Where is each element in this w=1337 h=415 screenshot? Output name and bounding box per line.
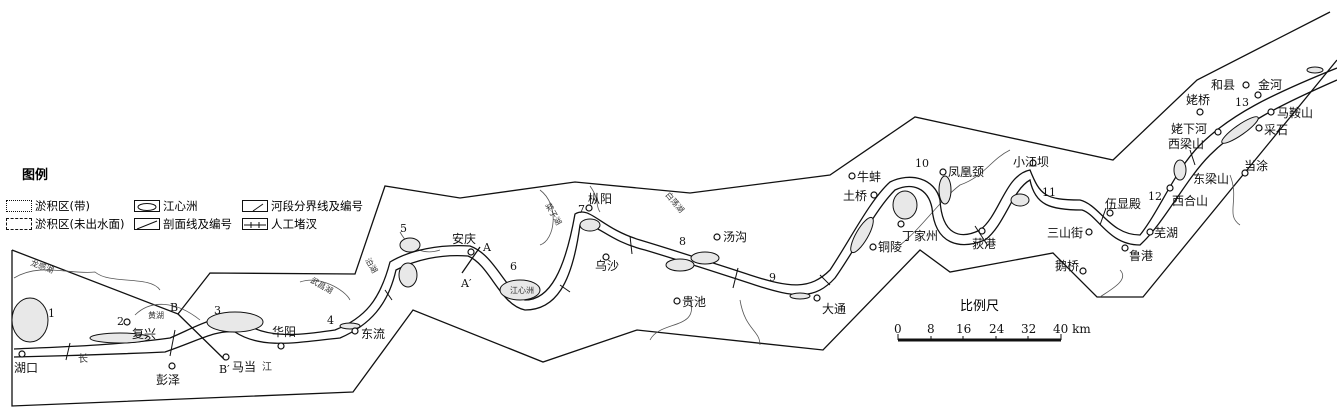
lake-label: 白荡湖 (663, 190, 686, 215)
legend-item-submerged-deposition: 淤积区(未出水面) (6, 216, 124, 232)
section-boundary-swatch-icon (242, 200, 268, 212)
place-label: 东梁山 (1193, 171, 1229, 186)
section-number: 13 (1235, 96, 1249, 109)
scale-tick: 24 (989, 322, 1005, 336)
scale-tick: 8 (927, 322, 935, 336)
scale-title: 比例尺 (960, 299, 1000, 314)
place-label: 马鞍山 (1277, 105, 1313, 120)
legend-label: 人工堵汊 (271, 217, 317, 231)
section-number: 2 (117, 315, 124, 328)
lake-label: 江心洲 (510, 286, 534, 295)
legend-label: 江心洲 (163, 199, 198, 213)
place-label: 贵池 (682, 295, 706, 309)
profile-line-a (461, 246, 481, 274)
legend-item-island: 江心洲 (134, 198, 198, 214)
island-swatch-icon (134, 200, 160, 212)
legend-label: 淤积区(未出水面) (35, 217, 125, 231)
section-number: 6 (510, 260, 517, 273)
islands (11, 66, 1324, 344)
legend-item-section-boundary: 河段分界线及编号 (242, 198, 363, 214)
place-label: 丁家州 (902, 228, 938, 243)
river-left-bank (13, 67, 1337, 350)
place-label: 鹅桥 (1055, 259, 1079, 273)
section-numbers: 1 2 3 4 5 6 7 8 9 10 11 12 13 (48, 96, 1249, 328)
lake-label: 菜子湖 (543, 201, 564, 227)
map-boundary (11, 11, 1331, 315)
legend-label: 淤积区(带) (35, 199, 90, 213)
section-number: 11 (1042, 186, 1056, 199)
place-label: 伍显殿 (1105, 197, 1141, 211)
place-label: 西合山 (1172, 193, 1208, 208)
place-label: 湖口 (14, 360, 38, 375)
place-label: 当涂 (1244, 158, 1268, 173)
scale-tick: 16 (956, 322, 971, 336)
legend-label: 剖面线及编号 (163, 217, 232, 231)
place-label: 姥桥 (1186, 92, 1210, 107)
map-boundary-lower (11, 59, 1337, 407)
place-label: 荻港 (972, 237, 996, 251)
section-number: 5 (400, 222, 407, 235)
legend-item-deposition-band: 淤积区(带) (6, 198, 90, 214)
place-label: 汤沟 (723, 230, 747, 244)
legend-item-artificial-closure: 人工堵汊 (242, 216, 317, 232)
shoreline (13, 149, 1241, 346)
city-markers (18, 81, 1275, 370)
place-label: 彭泽 (156, 373, 180, 387)
lake-label: 武昌湖 (309, 275, 335, 296)
legend-item-profile-line: 剖面线及编号 (134, 216, 232, 232)
scale-tick: 32 (1021, 322, 1036, 336)
place-label: 小江坝 (1013, 155, 1049, 169)
place-label: 铜陵 (878, 239, 902, 254)
place-label: 芜湖 (1154, 225, 1178, 240)
place-label: 鲁港 (1129, 249, 1153, 263)
place-label: 土桥 (843, 189, 867, 203)
legend-title: 图例 (22, 168, 49, 183)
section-boundaries (65, 149, 1196, 361)
river-label: 长 (78, 353, 88, 365)
place-labels: 湖口 复兴 彭泽 马当 华阳 东流 安庆 枞阳 汤沟 乌沙 贵池 大通 牛蚌 土… (14, 77, 1313, 387)
lake-label: 龙感湖 (29, 257, 55, 275)
river-right-bank (13, 79, 1337, 358)
place-label: 牛蚌 (857, 169, 881, 184)
place-label: 枞阳 (588, 192, 612, 206)
river-label: 江 (262, 361, 272, 373)
scale-tick: 40 km (1053, 322, 1091, 336)
place-label: 马当 (232, 360, 256, 374)
place-label: 复兴 (132, 327, 156, 341)
place-label: 华阳 (272, 325, 296, 339)
section-number: 9 (769, 271, 776, 284)
profile-label-a-prime: A′ (460, 277, 472, 290)
artificial-closure-swatch-icon (242, 218, 268, 230)
place-label: 三山街 (1047, 226, 1083, 240)
profile-label-b: B (170, 301, 178, 314)
place-label: 和县 (1211, 78, 1235, 92)
place-label: 金河 (1258, 77, 1282, 92)
lake-label: 黄湖 (148, 310, 164, 320)
profile-label-b-prime: B′ (219, 363, 230, 376)
place-label: 姥下河 (1171, 121, 1207, 136)
lake-label: 泊湖 (363, 256, 380, 275)
scale-tick: 0 (894, 322, 902, 336)
section-number: 1 (48, 307, 55, 320)
profile-line-swatch-icon (134, 218, 160, 230)
place-label: 西梁山 (1168, 136, 1204, 151)
place-label: 凤凰颈 (948, 165, 984, 179)
profile-line-b (177, 313, 226, 361)
profile-label-a: A (482, 241, 492, 254)
section-number: 8 (679, 235, 686, 248)
section-number: 4 (327, 314, 334, 327)
submerged-deposition-swatch-icon (6, 218, 32, 230)
legend-label: 河段分界线及编号 (271, 199, 363, 213)
section-number: 7 (578, 203, 585, 216)
section-number: 3 (214, 304, 221, 317)
section-number: 12 (1148, 190, 1162, 203)
place-label: 大通 (822, 302, 846, 316)
deposition-band-swatch-icon (6, 200, 32, 212)
section-number: 10 (915, 157, 929, 170)
place-label: 安庆 (452, 231, 476, 246)
place-label: 乌沙 (595, 258, 619, 273)
place-label: 采石 (1264, 123, 1288, 137)
place-label: 东流 (361, 327, 385, 341)
scale-bar: 0 8 16 24 32 40 km (894, 322, 1091, 342)
